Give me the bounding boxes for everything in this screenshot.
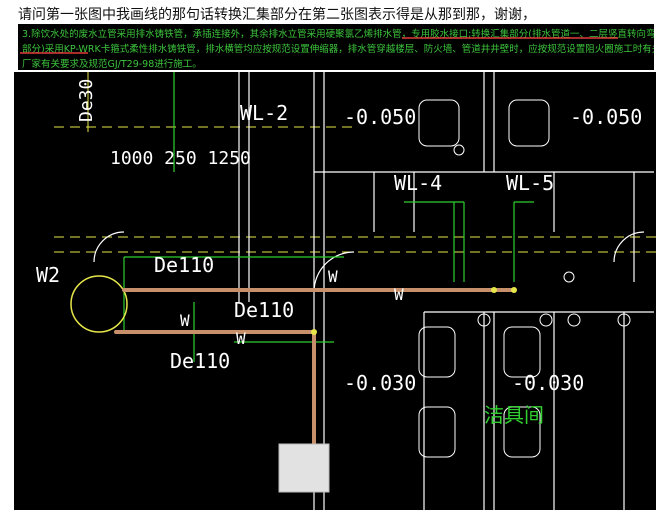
- label-room: 洁具间: [484, 403, 544, 427]
- label-elev-c: -0.030: [344, 371, 416, 395]
- label-dims: 1000 250 1250: [110, 148, 251, 169]
- note-line-1: 3.除饮水处的废水立管采用排水铸铁管，承插连接外，其余排水立管采用硬聚氯乙烯排水…: [22, 29, 654, 40]
- label-wl4: WL-4: [394, 171, 442, 195]
- w2-manhole-circle: [70, 275, 128, 333]
- green-lines: [123, 72, 534, 362]
- label-de110-b: De110: [234, 298, 294, 322]
- label-wl2: WL-2: [240, 101, 288, 125]
- label-w-d: W: [236, 329, 246, 348]
- note-line-2: 部分)采用KP-WRK卡箍式柔性排水铸铁管，排水横管均应按规范设置伸缩器，排水管…: [22, 44, 654, 55]
- label-w2: W2: [36, 263, 60, 287]
- inspection-well: [278, 443, 330, 493]
- note-line-3: 厂家有关要求及规范GJ/T29-98进行施工。: [22, 59, 202, 70]
- label-wl5: WL-5: [506, 171, 554, 195]
- fixtures: [418, 99, 631, 458]
- question-text: 请问第一张图中我画线的那句话转换汇集部分在第二张图表示得是从那到那，谢谢，: [18, 7, 536, 23]
- label-de110-c: De110: [170, 349, 230, 373]
- label-w-c: W: [180, 311, 190, 330]
- red-underline-marks: [20, 37, 618, 54]
- label-de30: De30: [76, 79, 97, 122]
- cad-drawing: De30 WL-2 1000 250 1250 -0.050 -0.050 WL…: [14, 72, 656, 510]
- label-elev-a: -0.050: [344, 105, 416, 129]
- cad-plan-svg: De30 WL-2 1000 250 1250 -0.050 -0.050 WL…: [36, 72, 656, 510]
- label-elev-d: -0.030: [512, 371, 584, 395]
- label-w-b: W: [394, 285, 404, 304]
- label-elev-b: -0.050: [570, 105, 642, 129]
- design-note-image: 3.除饮水处的废水立管采用排水铸铁管，承插连接外，其余排水立管采用硬聚氯乙烯排水…: [18, 24, 654, 70]
- label-de110-a: De110: [154, 253, 214, 277]
- label-w-a: W: [328, 267, 338, 286]
